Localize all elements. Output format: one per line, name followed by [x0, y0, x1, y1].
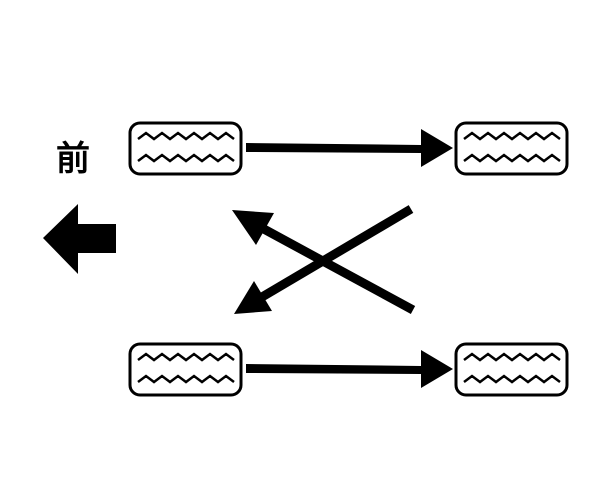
tire-rear-bottom [454, 342, 569, 397]
rotation-arrow-bottom-straight [246, 350, 453, 388]
tire-front-top [128, 121, 243, 176]
rotation-arrow-top-straight [246, 129, 453, 167]
arrow-left-icon [43, 204, 116, 274]
tire-front-bottom [128, 342, 243, 397]
tire-rear-top [454, 121, 569, 176]
rotation-arrow-cross-to-bottom [234, 205, 414, 314]
front-label: 前 [56, 139, 90, 179]
rotation-arrow-cross-to-top [232, 210, 416, 314]
